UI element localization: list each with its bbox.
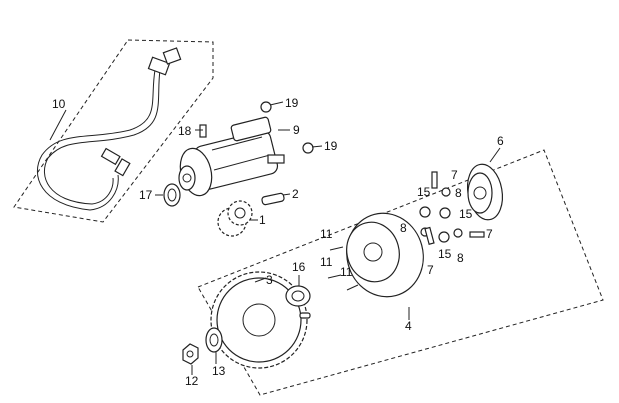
label-part-7-b: 7 [427, 263, 434, 277]
label-part-7-a: 7 [451, 168, 458, 182]
roller-15-c [438, 231, 450, 243]
nut-12 [182, 343, 199, 365]
roller-15-a [419, 206, 431, 218]
label-part-1: 1 [259, 213, 266, 227]
label-part-7-c: 7 [486, 227, 493, 241]
label-part-19-b: 19 [324, 139, 338, 153]
label-part-17: 17 [139, 188, 153, 202]
roller-15-b [439, 207, 451, 219]
bolt-11-c [346, 284, 359, 291]
label-part-6: 6 [497, 134, 504, 148]
o-ring-17 [163, 183, 181, 207]
washer-13 [205, 327, 223, 353]
starter-clutch-box [197, 149, 604, 396]
bolt-11-b [327, 274, 342, 279]
label-part-11-b: 11 [320, 255, 333, 269]
small-pin [299, 312, 311, 319]
label-part-9: 9 [293, 123, 300, 137]
label-part-12: 12 [185, 374, 199, 388]
label-part-16: 16 [292, 260, 306, 274]
pin-2 [261, 192, 285, 206]
bolt-19-lower [302, 142, 323, 154]
starter-wire-box [13, 39, 214, 223]
starter-cable [36, 47, 182, 211]
spring-7-b [424, 226, 435, 245]
bolt-18 [199, 124, 207, 138]
cap-8-c [453, 228, 463, 238]
label-part-13: 13 [212, 364, 226, 378]
label-part-11-a: 11 [320, 227, 333, 241]
label-part-11-c: 11 [340, 265, 353, 279]
label-part-15-a: 15 [417, 185, 431, 199]
label-part-18: 18 [178, 124, 192, 138]
label-part-8-b: 8 [400, 221, 407, 235]
needle-bearing [285, 285, 311, 307]
spring-7-c [469, 231, 485, 238]
spring-7-a [431, 171, 438, 189]
starter-idle-gear [217, 200, 253, 237]
label-part-2: 2 [292, 187, 299, 201]
label-part-10: 10 [52, 97, 66, 111]
bolt-11-a [329, 246, 344, 251]
label-part-3: 3 [266, 273, 273, 287]
starter-driven-gear [210, 271, 308, 369]
label-part-15-c: 15 [438, 247, 452, 261]
one-way-clutch [466, 163, 504, 221]
cap-8-a [441, 187, 451, 197]
starter-motor [178, 116, 285, 197]
label-part-19-a: 19 [285, 96, 299, 110]
label-part-8-c: 8 [457, 251, 464, 265]
bolt-19-upper [260, 101, 284, 113]
label-part-4: 4 [405, 319, 412, 333]
label-part-15-b: 15 [459, 207, 473, 221]
starter-clutch-outer [346, 212, 424, 298]
label-part-8-a: 8 [455, 186, 462, 200]
leader-lines [49, 109, 501, 375]
